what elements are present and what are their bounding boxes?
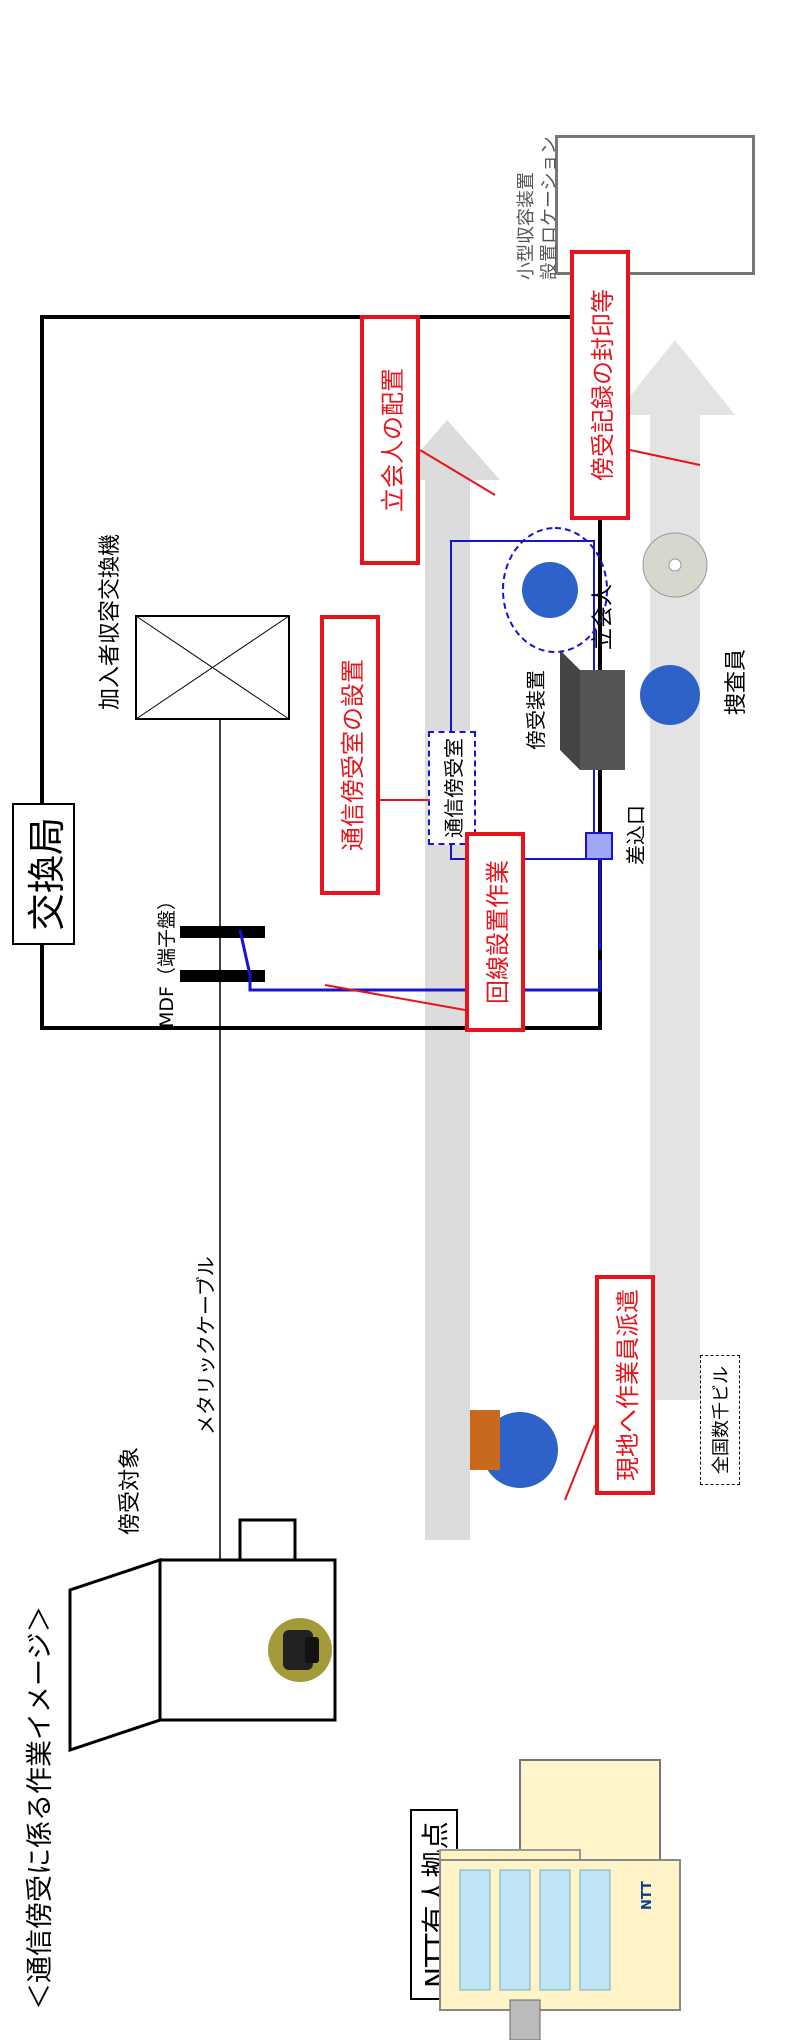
gray-arrow-top — [615, 340, 735, 1400]
arrow-seal — [629, 449, 701, 466]
cd-record-icon — [642, 532, 708, 598]
gray-arrow-lower — [395, 420, 500, 1540]
arrow-witness — [419, 449, 496, 496]
investigator-icon — [640, 665, 700, 725]
witness-ellipse — [502, 527, 608, 653]
intercept-device-icon — [560, 650, 625, 770]
blue-line-route — [238, 929, 602, 992]
arrow-line-setup — [324, 984, 466, 1011]
worker-icon — [470, 1410, 558, 1488]
telephone-icon — [268, 1618, 332, 1682]
ntt-building-icon — [439, 1759, 681, 2040]
target-building-icon — [68, 1518, 337, 1753]
mdf-bar-left — [180, 970, 265, 982]
arrow-dispatch — [564, 1424, 596, 1501]
switch-box-icon — [135, 615, 290, 720]
mdf-bar-right — [180, 926, 265, 938]
